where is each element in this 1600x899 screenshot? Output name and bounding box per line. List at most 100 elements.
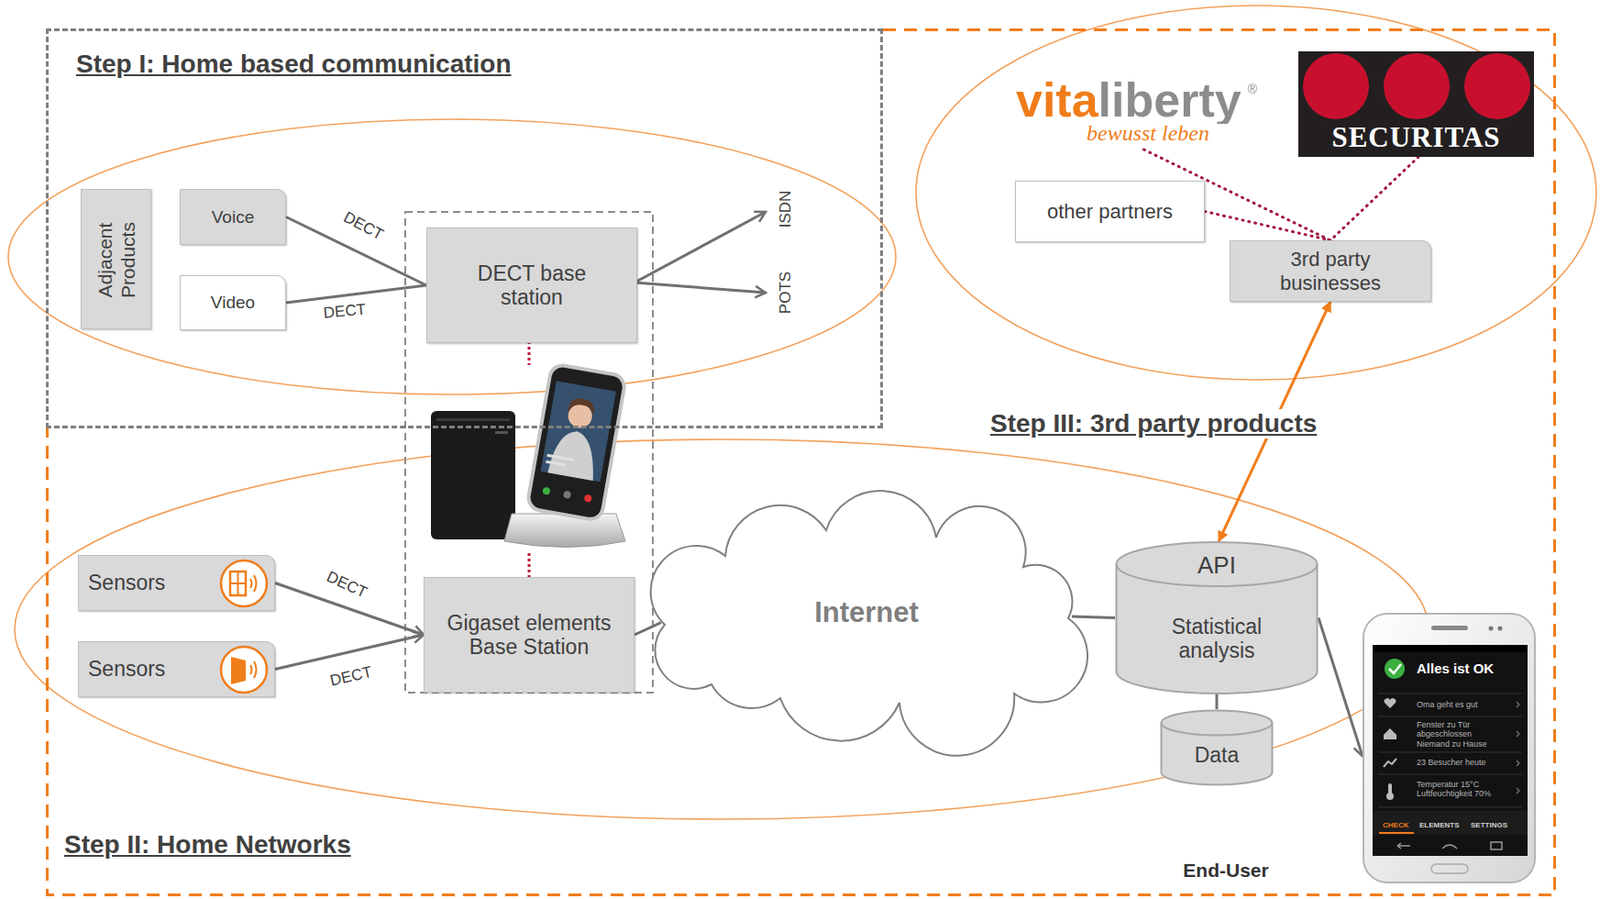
group-ellipse <box>915 5 1597 380</box>
connector-line <box>275 634 424 670</box>
node-label: Statistical analysis <box>1147 614 1286 663</box>
shape-part <box>436 418 510 421</box>
shape-part <box>540 380 617 482</box>
sensor-box: Sensors <box>77 554 276 611</box>
shape-part <box>1379 831 1414 834</box>
window-sensor-icon <box>218 557 270 609</box>
shape-part <box>562 490 572 499</box>
shape-part <box>250 661 257 678</box>
shape-part <box>220 646 267 693</box>
line-arrow <box>634 282 766 293</box>
shape-part <box>220 560 267 607</box>
connector-line <box>286 285 427 303</box>
text-stack: Adjacent Products <box>81 189 153 331</box>
shape-part <box>250 574 257 592</box>
shape-part <box>1383 728 1397 740</box>
shape-part <box>526 363 627 521</box>
shape-part <box>1431 625 1468 630</box>
business-box: 3rd party businesses <box>1229 240 1432 302</box>
shape-part <box>230 571 246 596</box>
shape-part <box>1383 53 1450 120</box>
partner-link <box>1330 156 1419 241</box>
shape-part <box>495 430 508 434</box>
node-label: Data <box>1159 742 1274 767</box>
base-station-box: DECT base station <box>426 227 638 343</box>
connector-line <box>1071 616 1115 618</box>
partner-box: other partners <box>1015 180 1205 243</box>
link-dotted <box>528 552 531 577</box>
shape-part <box>1298 51 1534 157</box>
status-row: Oma geht es gut <box>1416 699 1513 709</box>
shape-part <box>526 363 627 521</box>
shape-part <box>1372 644 1528 652</box>
shape-part <box>47 30 1556 895</box>
shape-part <box>1378 773 1523 775</box>
node-label: other partners <box>1047 199 1173 223</box>
group-ellipse <box>14 439 1429 819</box>
shape-part <box>1384 658 1405 679</box>
node-label: Sensors <box>88 656 166 681</box>
shape-part <box>1383 758 1397 767</box>
shape-part <box>1372 810 1528 835</box>
partner-logo: SECURITAS <box>1298 51 1534 157</box>
status-row: Fenster zu Tür abgeschlossen Niemand zu … <box>1416 719 1496 749</box>
door-sensor-icon <box>218 643 270 696</box>
shape-part <box>1489 626 1494 631</box>
node-label: 3rd party businesses <box>1252 247 1409 295</box>
logo-text: SECURITAS <box>1298 122 1534 152</box>
base-station-box: Gigaset elements Base Station <box>423 576 635 693</box>
shape-part <box>1397 841 1502 850</box>
shape-part <box>1378 751 1523 753</box>
line-arrow <box>634 211 766 283</box>
shape-part <box>584 494 593 503</box>
region-outline <box>45 28 1556 896</box>
shape-part <box>1516 701 1520 794</box>
shape-part <box>1389 663 1402 674</box>
shape-part <box>1516 787 1520 794</box>
step-region: Step III: 3rd party productsStep II: Hom… <box>45 28 1556 896</box>
product-box: Voice <box>179 188 287 245</box>
shape-part <box>1378 716 1523 718</box>
logo-text: vitaliberty <box>1015 76 1242 124</box>
text-stack: Gigaset elements Base Station <box>424 577 634 692</box>
node-label: DECT base station <box>463 261 601 310</box>
node-label: Gigaset elements Base Station <box>437 610 621 660</box>
text-stack: 3rd party businesses <box>1230 241 1431 301</box>
tab-label: CHECK <box>1382 821 1409 830</box>
edge-label: DECT <box>328 663 374 691</box>
shape-part <box>230 582 246 585</box>
text-stack: Voice <box>180 189 286 244</box>
node-label: Sensors <box>88 570 166 595</box>
shape-part <box>1378 806 1523 808</box>
shape-part <box>567 396 596 418</box>
shape-part <box>1386 792 1394 800</box>
logo-slogan: bewusst leben <box>1086 121 1210 144</box>
shape-part <box>231 656 246 685</box>
node-label: API <box>1114 551 1319 580</box>
step-title: Step II: Home Networks <box>64 829 352 860</box>
smartphone: Alles ist OKOma geht es gutFenster zu Tü… <box>1362 612 1536 883</box>
text-stack: Video <box>180 275 286 330</box>
shape-part <box>1490 841 1502 850</box>
line-label: ISDN <box>777 190 795 229</box>
shape-part <box>1442 844 1457 849</box>
shape-part <box>545 460 566 467</box>
text-stack: Internet <box>661 509 1072 715</box>
shape-part <box>1378 693 1523 807</box>
connector-line <box>1215 694 1219 709</box>
shape-part <box>1378 693 1523 695</box>
step-region: Step I: Home based communicationAdjacent… <box>45 28 883 429</box>
shape-part <box>1372 644 1528 856</box>
trademark-sign: ® <box>1247 82 1258 97</box>
connector-line <box>634 622 662 635</box>
edge-label: DECT <box>340 209 387 244</box>
shape-part <box>541 486 551 496</box>
product-box: Adjacent Products <box>80 188 152 330</box>
node-label: Voice <box>211 207 254 228</box>
step-title: Step III: 3rd party products <box>987 408 1320 439</box>
cordless-phone-illustration <box>430 363 627 547</box>
link-dotted <box>528 341 531 365</box>
shape-part <box>1516 701 1520 707</box>
